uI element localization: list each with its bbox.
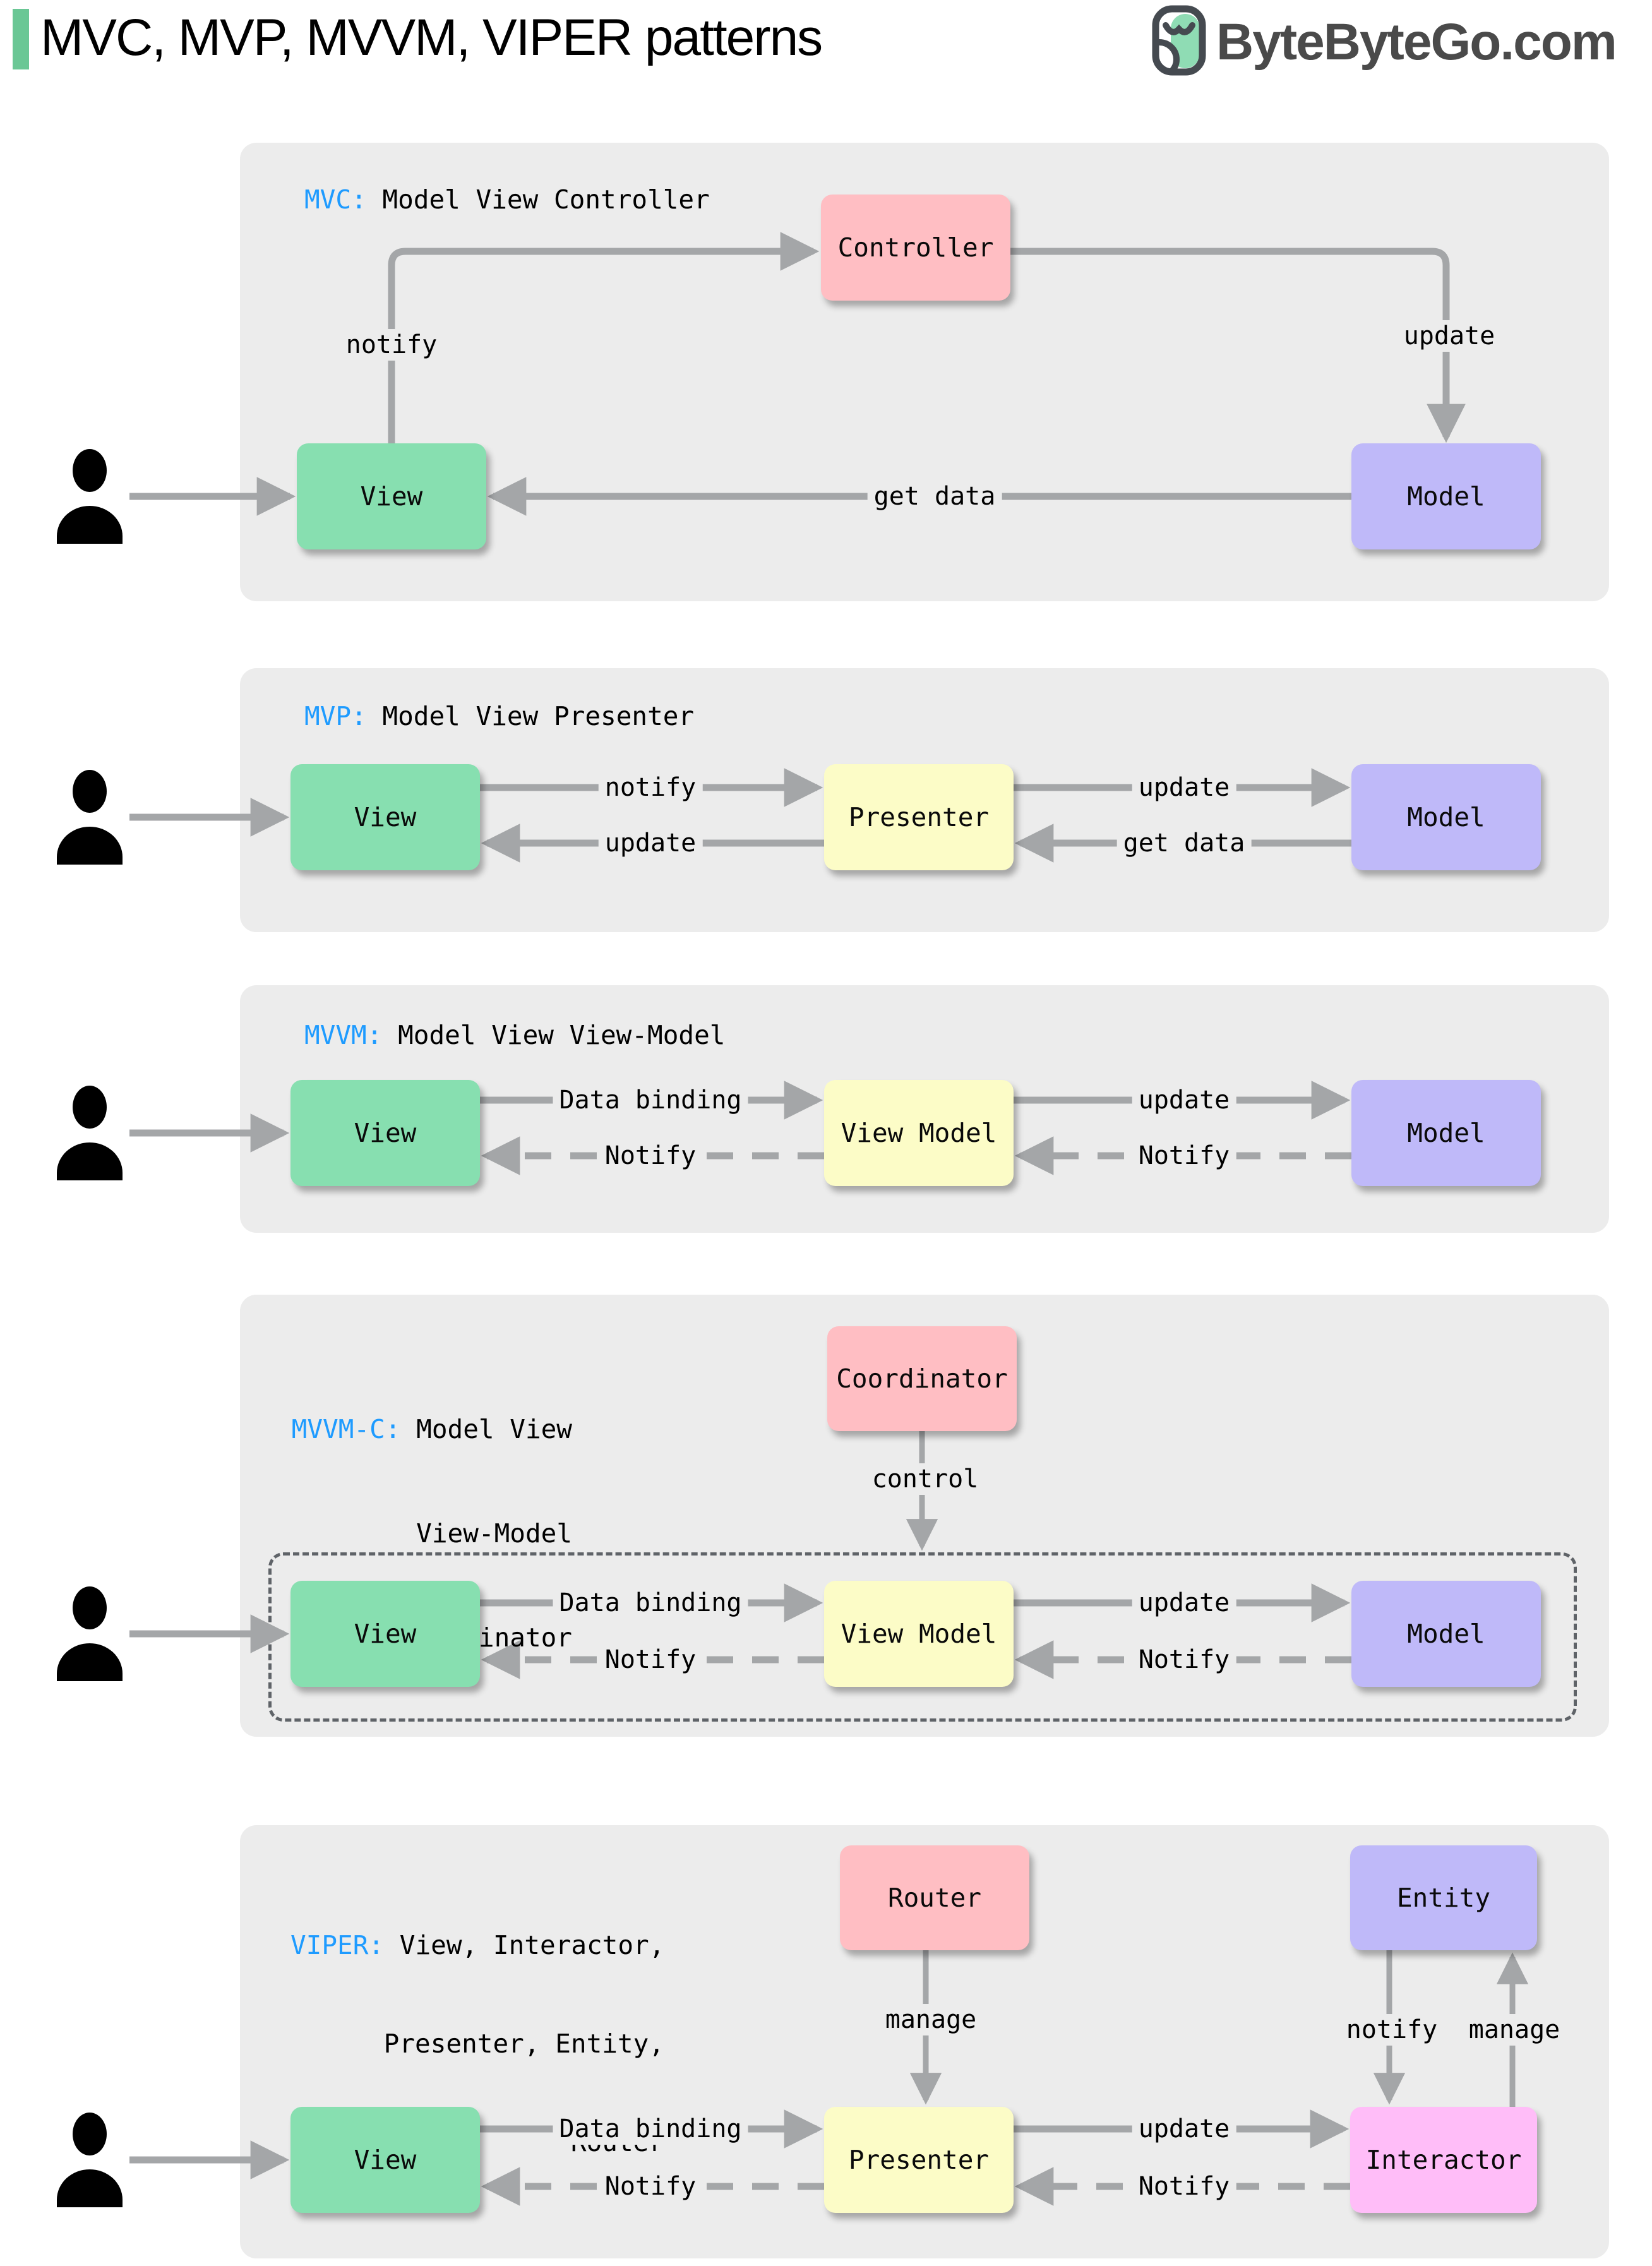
user-icon (57, 2113, 123, 2207)
title-accent-bar (13, 9, 29, 69)
user-icon (57, 449, 123, 544)
bytebytego-owl-icon (1152, 5, 1206, 79)
mvc-model-box: Model (1351, 443, 1541, 549)
mvvm-notify-vm-label: Notify (1132, 1140, 1236, 1172)
viper-notify-presenter-label: Notify (1132, 2171, 1236, 2202)
mvc-get-data-label: get data (867, 481, 1002, 512)
user-icon (57, 1086, 123, 1180)
viper-data-binding-label: Data binding (553, 2113, 748, 2145)
mvvm-notify-view-label: Notify (598, 1140, 703, 1172)
mvp-presenter-box: Presenter (824, 764, 1014, 870)
mvvmc-notify-view-label: Notify (598, 1644, 703, 1676)
mvvmc-model-box: Model (1351, 1581, 1541, 1687)
mvc-notify-label: notify (339, 329, 444, 361)
viper-notify-entity-label: notify (1339, 2014, 1444, 2046)
viper-interactor-box: Interactor (1350, 2107, 1537, 2213)
logo-text: ByteByteGo.com (1216, 13, 1617, 71)
mvp-section-title: MVP: Model View Presenter (304, 701, 695, 731)
viper-entity-box: Entity (1350, 1845, 1537, 1950)
mvvm-data-binding-label: Data binding (553, 1084, 748, 1116)
mvvmc-control-label: control (865, 1463, 985, 1495)
bytebytego-logo: ByteByteGo.com (1152, 5, 1617, 79)
page-title: MVC, MVP, MVVM, VIPER patterns (40, 9, 823, 66)
mvvmc-coordinator-box: Coordinator (827, 1326, 1017, 1431)
mvc-controller-box: Controller (821, 195, 1010, 301)
user-icon (57, 1586, 123, 1681)
viper-manage-entity-label: manage (1462, 2014, 1567, 2046)
mvvmc-update-label: update (1132, 1587, 1236, 1619)
user-icon (57, 770, 123, 865)
mvp-update-model-label: update (1132, 772, 1236, 803)
mvvmc-view-model-box: View Model (824, 1581, 1014, 1687)
viper-presenter-box: Presenter (824, 2107, 1014, 2213)
mvvmc-data-binding-label: Data binding (553, 1587, 748, 1619)
mvp-model-box: Model (1351, 764, 1541, 870)
mvp-view-box: View (290, 764, 480, 870)
mvvm-view-model-box: View Model (824, 1080, 1014, 1186)
viper-update-label: update (1132, 2113, 1236, 2145)
mvvmc-notify-vm-label: Notify (1132, 1644, 1236, 1676)
viper-section-title: VIPER: View, Interactor, Presenter, Enti… (290, 1930, 665, 2157)
mvvm-model-box: Model (1351, 1080, 1541, 1186)
mvc-section-title: MVC: Model View Controller (304, 184, 710, 215)
mvp-notify-label: notify (598, 772, 703, 803)
mvp-get-data-label: get data (1116, 827, 1252, 859)
mvc-view-box: View (297, 443, 486, 549)
mvvm-section-title: MVVM: Model View View-Model (304, 1020, 726, 1050)
mvp-update-view-label: update (598, 827, 703, 859)
mvvm-view-box: View (290, 1080, 480, 1186)
viper-manage-router-label: manage (878, 2004, 983, 2035)
viper-notify-view-label: Notify (598, 2171, 703, 2202)
mvvm-update-label: update (1132, 1084, 1236, 1116)
viper-router-box: Router (840, 1845, 1029, 1950)
viper-view-box: View (290, 2107, 480, 2213)
mvvmc-view-box: View (290, 1581, 480, 1687)
mvc-update-label: update (1397, 320, 1502, 352)
